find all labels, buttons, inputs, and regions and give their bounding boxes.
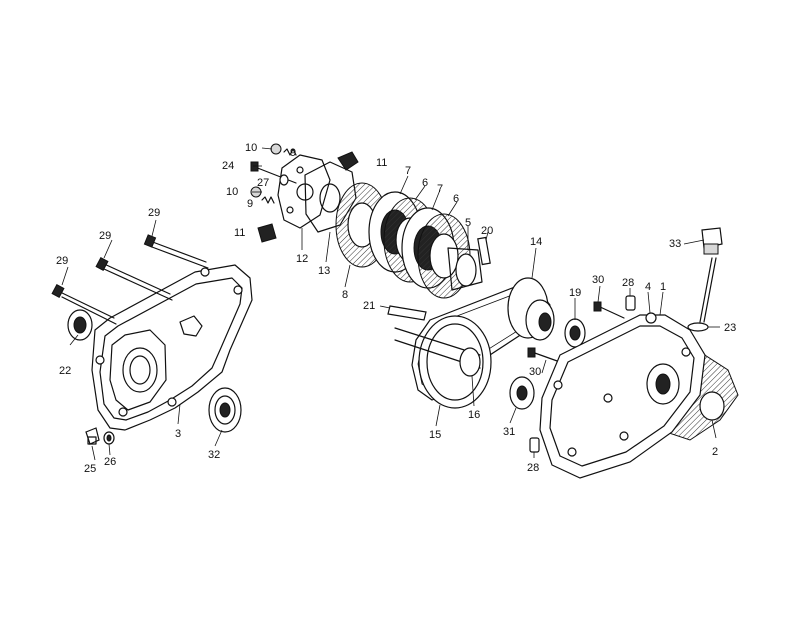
callout-19: 19 xyxy=(569,287,581,299)
callout-25: 25 xyxy=(84,463,96,475)
callout-2: 2 xyxy=(712,446,718,458)
callout-3: 3 xyxy=(175,428,181,440)
screw-24 xyxy=(250,161,297,184)
callout-10a: 10 xyxy=(245,142,257,154)
callout-9b: 9 xyxy=(247,198,253,210)
callout-11a: 11 xyxy=(376,157,387,169)
bearing-31 xyxy=(509,376,535,410)
bolt-29-middle xyxy=(95,257,173,301)
bolt-29-top xyxy=(143,234,209,269)
oil-seal-19 xyxy=(564,318,586,348)
countershaft-16 xyxy=(394,327,481,377)
callout-28a: 28 xyxy=(622,277,634,289)
callout-13: 13 xyxy=(318,265,330,277)
washer-26 xyxy=(103,431,115,445)
pin-20 xyxy=(477,236,491,266)
callout-8: 8 xyxy=(342,289,348,301)
left-case-cover xyxy=(91,264,253,431)
o-ring-23 xyxy=(687,322,709,332)
callout-29c: 29 xyxy=(148,207,160,219)
callout-5: 5 xyxy=(465,217,471,229)
callout-16: 16 xyxy=(468,409,480,421)
gasket-4 xyxy=(645,312,657,324)
drain-bolt-25 xyxy=(85,427,100,445)
bearing-32 xyxy=(208,387,242,433)
callout-10b: 10 xyxy=(226,186,238,198)
callout-26: 26 xyxy=(104,456,116,468)
callout-24: 24 xyxy=(222,160,234,172)
callout-7a: 7 xyxy=(405,165,411,177)
oil-dipstick-33 xyxy=(699,227,723,323)
washer-27 xyxy=(279,174,289,186)
callout-30a: 30 xyxy=(592,274,604,286)
callout-27: 27 xyxy=(257,177,269,189)
callout-9a: 9 xyxy=(290,147,296,159)
clutch-weight-11-bottom xyxy=(257,223,277,243)
oil-seal-22 xyxy=(67,309,93,341)
callout-7b: 7 xyxy=(437,183,443,195)
callout-28b: 28 xyxy=(527,462,539,474)
callout-20: 20 xyxy=(481,225,493,237)
leader-lines xyxy=(61,147,720,461)
callout-29b: 29 xyxy=(99,230,111,242)
callout-6a: 6 xyxy=(422,177,428,189)
right-case-1 xyxy=(539,314,706,479)
bolt-30-bottom xyxy=(527,347,561,363)
callout-15: 15 xyxy=(429,429,441,441)
bolt-30-top xyxy=(593,301,625,319)
callout-14: 14 xyxy=(530,236,542,248)
dowel-pin-28-top xyxy=(625,295,636,311)
callout-11b: 11 xyxy=(234,227,245,239)
callout-31: 31 xyxy=(503,426,515,438)
callout-1: 1 xyxy=(660,281,666,293)
callout-30b: 30 xyxy=(529,366,541,378)
callout-21: 21 xyxy=(363,300,375,312)
callout-22: 22 xyxy=(59,365,71,377)
dowel-pin-28-bottom xyxy=(529,437,540,453)
bolt-29-left xyxy=(51,284,117,325)
callout-6b: 6 xyxy=(453,193,459,205)
callout-12: 12 xyxy=(296,253,308,265)
key-21 xyxy=(387,305,427,321)
callout-29a: 29 xyxy=(56,255,68,267)
spring-9-bottom xyxy=(261,196,275,204)
callout-33: 33 xyxy=(669,238,681,250)
callout-32: 32 xyxy=(208,449,220,461)
spring-9-top xyxy=(283,148,297,156)
callout-4: 4 xyxy=(645,281,651,293)
callout-labels: 1 2 3 4 5 6 6 7 7 8 9 9 10 10 11 11 12 1… xyxy=(56,142,736,475)
driven-sprocket-14 xyxy=(507,277,555,341)
callout-23: 23 xyxy=(724,322,736,334)
nut-10-top xyxy=(270,143,282,155)
clutch-weight-11-top xyxy=(337,151,359,171)
